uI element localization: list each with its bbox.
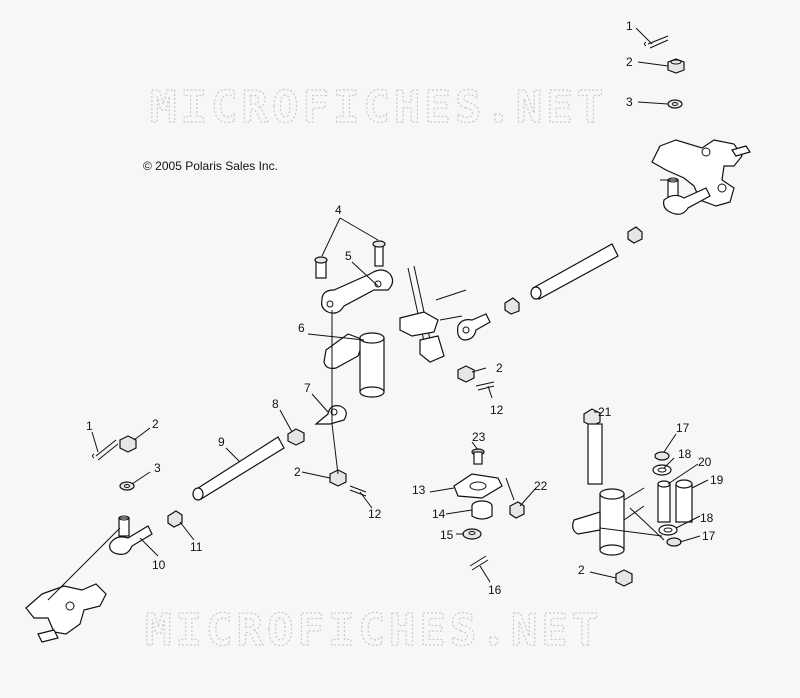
cotter-pin-top <box>644 35 669 49</box>
tie-rod-end-center <box>457 313 491 341</box>
callout-9: 9 <box>218 435 225 449</box>
callout-19: 19 <box>710 473 724 487</box>
spindle-left <box>25 583 107 643</box>
callout-labels: 1 2 3 4 5 6 7 8 9 1 2 3 2 12 2 12 10 11 … <box>86 19 724 597</box>
callout-17-bottom: 17 <box>702 529 716 543</box>
callout-16: 16 <box>488 583 502 597</box>
washer-18-bottom <box>658 524 678 536</box>
washer-17-top <box>654 451 670 461</box>
callout-11: 11 <box>190 540 203 554</box>
copyright-text: © 2005 Polaris Sales Inc. <box>143 159 278 173</box>
steering-arm-6 <box>323 332 385 398</box>
bolt-21 <box>583 408 603 485</box>
drag-link-5 <box>321 269 394 314</box>
callout-22: 22 <box>534 479 548 493</box>
cotter-pin-16 <box>469 555 489 571</box>
callout-7: 7 <box>304 381 311 395</box>
callout-2-bottom-right: 2 <box>578 563 585 577</box>
callout-1-left: 1 <box>86 419 93 433</box>
leader-lines <box>47 27 709 601</box>
nut-17-bottom <box>666 537 682 547</box>
callout-2-center-left: 2 <box>294 465 301 479</box>
callout-2-center-right: 2 <box>496 361 503 375</box>
callout-23: 23 <box>472 430 486 444</box>
callout-15: 15 <box>440 528 454 542</box>
jam-nut-center <box>504 297 520 315</box>
callout-2-left: 2 <box>152 417 159 431</box>
callout-3-top: 3 <box>626 95 633 109</box>
callout-18-bottom: 18 <box>700 511 714 525</box>
callout-20: 20 <box>698 455 712 469</box>
washer-15 <box>462 528 482 540</box>
callout-3-left: 3 <box>154 461 161 475</box>
tie-rod-end-right <box>663 177 711 215</box>
tie-rod-end-7 <box>314 405 347 425</box>
washer-18-top <box>652 464 672 476</box>
callout-12-center-left: 12 <box>368 507 382 521</box>
cotter-pin-center-right <box>475 381 495 391</box>
callout-4: 4 <box>335 203 342 217</box>
callout-17-top: 17 <box>676 421 690 435</box>
callout-14: 14 <box>432 507 446 521</box>
cotter-pin-left <box>92 439 119 461</box>
callout-10: 10 <box>152 558 166 572</box>
tie-rod-tube-9 <box>192 436 285 501</box>
spindle-right <box>651 139 751 207</box>
tie-rod-tube-right <box>530 243 619 300</box>
callout-5: 5 <box>345 249 352 263</box>
jam-nut-right <box>627 226 643 244</box>
nut-bottom-right <box>615 569 633 587</box>
watermark-bottom: MICROFICHES.NET <box>145 605 602 656</box>
nut-top <box>667 58 685 74</box>
tie-rod-end-10 <box>109 515 153 555</box>
watermark-top: MICROFICHES.NET <box>150 82 607 133</box>
callout-8: 8 <box>272 397 279 411</box>
callout-6: 6 <box>298 321 305 335</box>
washer-left <box>119 481 135 491</box>
cotter-pin-center-left <box>349 485 367 497</box>
bearing-plate-13 <box>453 473 503 499</box>
callout-18-top: 18 <box>678 447 692 461</box>
jam-nut-11 <box>167 510 183 528</box>
callout-2-top: 2 <box>626 55 633 69</box>
bushing-14 <box>471 500 493 520</box>
jam-nut-8 <box>287 428 305 446</box>
nut-center-right <box>457 365 475 383</box>
washer-top <box>667 99 683 109</box>
callout-13: 13 <box>412 483 426 497</box>
steering-post-frame <box>399 265 467 363</box>
bushing-19 <box>675 479 693 523</box>
bolt-23 <box>471 448 485 465</box>
sleeve-20 <box>657 480 671 523</box>
callout-1-top: 1 <box>626 19 633 33</box>
nut-left <box>119 435 137 453</box>
steering-post-bracket <box>572 487 645 556</box>
callout-12-center-right: 12 <box>490 403 504 417</box>
bolt-4-right <box>372 240 386 267</box>
bolt-4-left <box>314 256 328 279</box>
callout-21: 21 <box>598 405 612 419</box>
